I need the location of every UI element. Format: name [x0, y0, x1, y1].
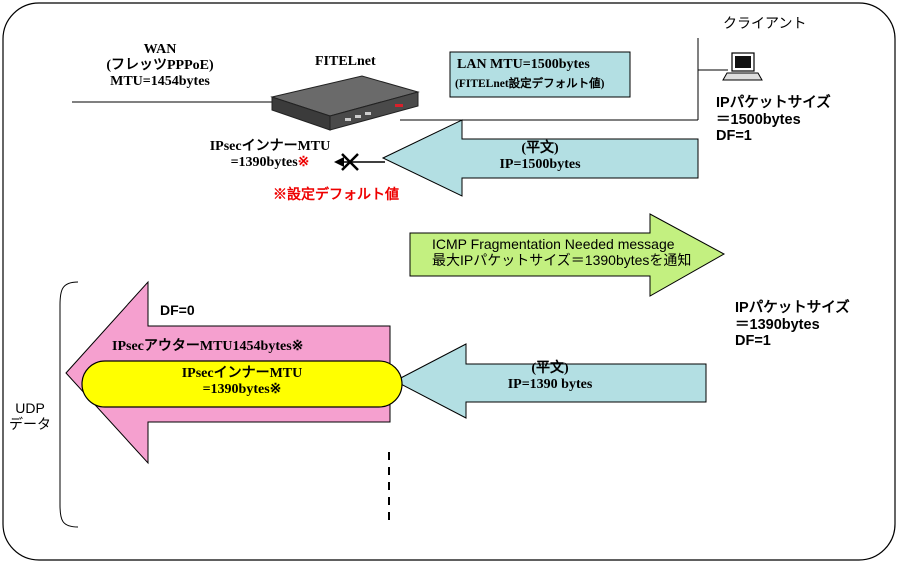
wan-line3: MTU=1454bytes — [110, 74, 210, 90]
inner-mtu-label: IPsecインナーMTU =1390bytes※ — [190, 139, 350, 171]
icmp-line2: 最大IPパケットサイズ＝1390bytesを通知 — [432, 252, 692, 269]
lan-mtu-line2: (FITELnet設定デフォルト値) — [455, 78, 605, 90]
inner-ellipse-line1: IPsecインナーMTU — [181, 366, 303, 381]
wan-label: WAN (フレッツPPPoE) MTU=1454bytes — [95, 42, 225, 90]
df0-label: DF=0 — [160, 302, 195, 318]
client-packet-1390-line2: ＝1390bytes — [735, 316, 820, 333]
inner-mtu-mark: ※ — [297, 155, 310, 171]
udp-brace — [59, 281, 79, 528]
inner-ellipse-text: IPsecインナーMTU =1390bytes※ — [162, 366, 322, 398]
wan-line1: WAN — [143, 42, 177, 57]
client-packet-1500: IPパケットサイズ ＝1500bytes DF=1 — [716, 95, 831, 145]
arrow-plaintext-1390 — [393, 343, 707, 419]
client-packet-1500-line1: IPパケットサイズ — [716, 95, 831, 111]
client-computer-icon — [722, 52, 763, 81]
lan-mtu-line1: LAN MTU=1500bytes — [457, 57, 590, 72]
arrow2-text: (平文) IP=1390 bytes — [490, 361, 610, 393]
client-packet-1390-line3: DF=1 — [735, 333, 771, 350]
client-packet-1390: IPパケットサイズ ＝1390bytes DF=1 — [735, 300, 850, 350]
ipsec-outer-label: IPsecアウターMTU1454bytes※ — [112, 339, 304, 354]
router-icon — [270, 75, 420, 131]
arrow2-line2: IP=1390 bytes — [507, 377, 593, 393]
arrow1-line2: IP=1500bytes — [499, 157, 581, 173]
arrow-icmp — [409, 213, 726, 297]
udp-line2: データ — [9, 416, 51, 433]
client-label: クライアント — [723, 15, 807, 31]
udp-line1: UDP — [15, 400, 45, 416]
client-packet-1500-line3: DF=1 — [716, 128, 752, 145]
inner-ellipse-line2: =1390bytes※ — [202, 382, 282, 398]
router-label: FITELnet — [315, 54, 376, 69]
arrow2-line1: (平文) — [531, 361, 569, 376]
arrow-plaintext-1500 — [381, 119, 699, 197]
udp-label: UDP データ — [4, 400, 56, 432]
icmp-text: ICMP Fragmentation Needed message 最大IPパケ… — [432, 236, 691, 268]
client-packet-1500-line2: ＝1500bytes — [716, 111, 801, 128]
lan-mtu-box — [449, 51, 631, 98]
wan-line2: (フレッツPPPoE) — [106, 58, 214, 74]
icmp-line1: ICMP Fragmentation Needed message — [432, 236, 675, 252]
inner-mtu-line2: =1390bytes — [230, 155, 298, 171]
arrow1-line1: (平文) — [521, 141, 559, 156]
inner-mtu-ellipse — [81, 360, 403, 408]
inner-mtu-line1: IPsecインナーMTU — [209, 139, 331, 154]
default-note: ※設定デフォルト値 — [273, 188, 399, 203]
client-packet-1390-line1: IPパケットサイズ — [735, 300, 850, 316]
blocked-arrow — [334, 153, 385, 171]
arrow1-text: (平文) IP=1500bytes — [480, 141, 600, 173]
